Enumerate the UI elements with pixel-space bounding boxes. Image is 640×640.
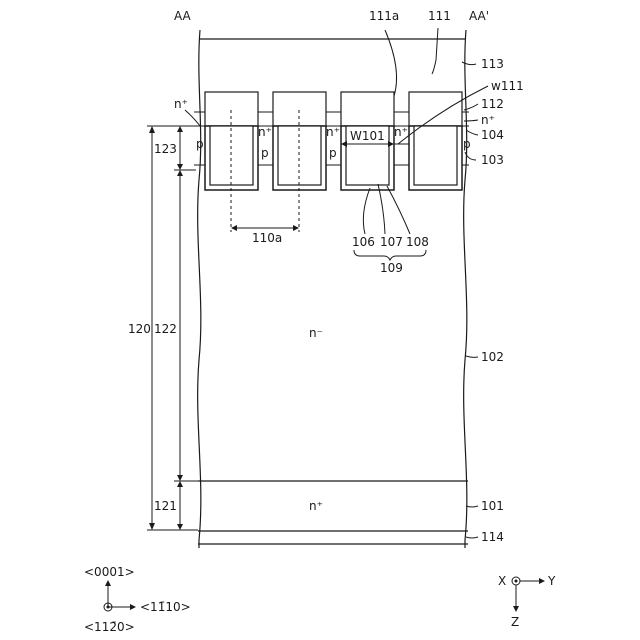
dim-123-head-top (177, 126, 183, 132)
label-w101: W101 (350, 129, 385, 143)
label-103: 103 (481, 153, 504, 167)
label-n-plus-source-2: n⁺ (326, 125, 340, 139)
dim-120-head-bottom (149, 523, 155, 530)
right-break-line (464, 30, 467, 548)
dim-122-head-bottom (177, 475, 183, 481)
label-101: 101 (481, 499, 504, 513)
dim-120-head-top (149, 126, 155, 133)
label-p-2: p (261, 146, 269, 160)
label-108: 108 (406, 235, 429, 249)
leader-114 (466, 537, 478, 538)
axis-label-11-10: <11̄10> (140, 600, 191, 614)
dim-121-head-bottom (177, 524, 183, 530)
dim-122-head-top (177, 170, 183, 176)
label-112: 112 (481, 97, 504, 111)
axis-right-y-head (539, 578, 545, 584)
axis-label-z: Z (511, 615, 519, 629)
leader-104 (466, 130, 478, 135)
label-p-1: p (196, 137, 204, 151)
label-n-plus-left: n⁺ (174, 97, 188, 111)
label-n-plus-right: n⁺ (481, 113, 495, 127)
label-106: 106 (352, 235, 375, 249)
label-n-plus-substrate: n⁺ (309, 499, 323, 513)
label-w111: w111 (491, 79, 524, 93)
label-109: 109 (380, 261, 403, 275)
axis-right-z-head (513, 606, 519, 612)
label-102: 102 (481, 350, 504, 364)
label-104: 104 (481, 128, 504, 142)
label-n-minus: n⁻ (309, 326, 323, 340)
label-123: 123 (154, 142, 177, 156)
axis-left-origin-dot (107, 606, 110, 609)
label-n-plus-source-1: n⁺ (258, 125, 272, 139)
axis-left-right-head (130, 604, 136, 610)
label-113: 113 (481, 57, 504, 71)
label-111a: 111a (369, 9, 399, 23)
leader-113 (462, 62, 476, 65)
leader-101 (466, 506, 478, 507)
label-114: 114 (481, 530, 504, 544)
label-p-4: p (463, 137, 471, 151)
label-n-plus-source-3: n⁺ (394, 125, 408, 139)
label-107: 107 (380, 235, 403, 249)
label-aa: AA (174, 9, 192, 23)
leader-106 (363, 188, 370, 234)
axis-right-origin-dot (515, 580, 518, 583)
pitch-arrow-head-left (231, 225, 237, 231)
axis-label-x: X (498, 574, 506, 588)
axis-label-y: Y (547, 574, 556, 588)
leader-102 (466, 356, 478, 357)
label-120: 120 (128, 322, 151, 336)
leader-111 (432, 28, 438, 74)
dim-121-head-top (177, 481, 183, 487)
trench-gate-4 (409, 92, 462, 190)
label-121: 121 (154, 499, 177, 513)
axis-label-11-20: <112̄0> (84, 620, 135, 634)
label-111: 111 (428, 9, 451, 23)
label-p-3: p (329, 146, 337, 160)
left-break-line (198, 30, 201, 548)
leader-108 (387, 186, 410, 234)
brace-109 (354, 250, 426, 260)
axis-left-up-head (105, 580, 111, 586)
leader-111a (385, 30, 397, 96)
label-aa-prime: AA' (469, 9, 489, 23)
label-122: 122 (154, 322, 177, 336)
pitch-arrow-head-right (293, 225, 299, 231)
label-110a: 110a (252, 231, 282, 245)
leader-107 (378, 184, 385, 234)
dim-123-head-bottom (177, 164, 183, 170)
axis-label-0001: <0001> (84, 565, 135, 579)
